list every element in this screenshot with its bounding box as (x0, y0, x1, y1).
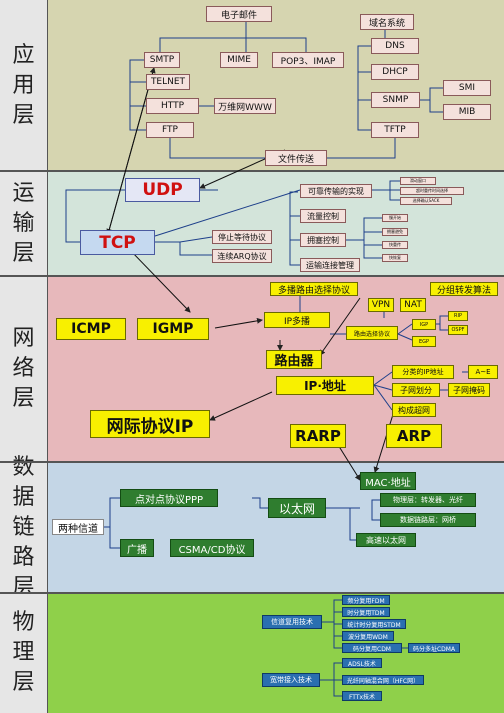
ip-address-node: IP·地址 (276, 376, 374, 395)
two-channels-node: 两种信道 (52, 519, 104, 535)
tftp-node: TFTP (371, 122, 419, 138)
mib-node: MIB (443, 104, 491, 120)
application-layer-label: 应 用 层 (0, 0, 48, 171)
subnetting-node: 子网划分 (392, 383, 440, 397)
mac-address-node: MAC·地址 (360, 472, 416, 490)
sack-node: 选择确认SACK (400, 197, 452, 205)
wdm-node: 波分复用WDM (342, 631, 394, 641)
igp-node: IGP (412, 319, 436, 330)
nat-node: NAT (400, 298, 426, 312)
fast-recovery-node: 快恢复 (382, 254, 408, 262)
multicast-routing-node: 多播路由选择协议 (270, 282, 358, 296)
multiplexing-node: 信道复用技术 (262, 615, 322, 629)
dns-node: DNS (371, 38, 419, 54)
layer-divider (0, 461, 504, 463)
fast-retransmit-node: 快重传 (382, 241, 408, 249)
physical-layer-band: 物 理 层 (0, 593, 504, 713)
broadband-access-node: 宽带接入技术 (262, 673, 320, 687)
supernet-node: 构成超网 (392, 403, 436, 417)
bridge-node: 数据链路层：网桥 (380, 513, 476, 527)
layer-divider (0, 170, 504, 172)
fdm-node: 频分复用FDM (342, 595, 390, 605)
igmp-node: IGMP (137, 318, 209, 340)
rip-node: RIP (448, 311, 468, 321)
congestion-avoidance-node: 拥塞避免 (382, 228, 408, 236)
http-node: HTTP (146, 98, 199, 114)
tcp-node: TCP (80, 230, 155, 255)
hfc-node: 光纤同轴混合网（HFC网） (342, 675, 424, 685)
classful-ip-node: 分类的IP地址 (392, 365, 454, 379)
stdm-node: 统计时分复用STDM (342, 619, 406, 629)
application-layer-band: 应 用 层 (0, 0, 504, 171)
file-transfer-node: 文件传送 (265, 150, 327, 166)
mime-node: MIME (220, 52, 258, 68)
subnet-mask-node: 子网掩码 (448, 383, 490, 397)
dns-system-node: 域名系统 (360, 14, 414, 30)
snmp-node: SNMP (371, 92, 420, 108)
flow-control-node: 流量控制 (300, 209, 346, 223)
csma-cd-node: CSMA/CD协议 (170, 539, 254, 557)
fttx-node: FTTx技术 (342, 691, 382, 701)
congestion-control-node: 拥塞控制 (300, 233, 346, 247)
slow-start-node: 慢开始 (382, 214, 408, 222)
dhcp-node: DHCP (371, 64, 419, 80)
network-layer-label: 网 络 层 (0, 276, 48, 462)
reliable-transfer-node: 可靠传输的实现 (300, 184, 372, 198)
stop-and-wait-node: 停止等待协议 (212, 230, 272, 244)
physical-layer-label: 物 理 层 (0, 593, 48, 713)
www-node: 万维网WWW (214, 98, 276, 114)
udp-node: UDP (125, 178, 200, 202)
egp-node: EGP (412, 336, 436, 347)
tdm-node: 时分复用TDM (342, 607, 390, 617)
rarp-node: RARP (290, 424, 346, 448)
datalink-layer-band: 数 据 链 路 层 (0, 455, 504, 600)
vpn-node: VPN (368, 298, 394, 312)
adsl-node: ADSL技术 (342, 658, 382, 668)
smtp-node: SMTP (144, 52, 180, 68)
ppp-node: 点对点协议PPP (120, 489, 218, 507)
smi-node: SMI (443, 80, 491, 96)
email-node: 电子邮件 (206, 6, 272, 22)
telnet-node: TELNET (146, 74, 190, 90)
datalink-layer-label: 数 据 链 路 层 (0, 455, 48, 600)
broadcast-node: 广播 (120, 539, 154, 557)
continuous-arq-node: 连续ARQ协议 (212, 249, 272, 263)
ip-protocol-node: 网际协议IP (90, 410, 210, 438)
fast-ethernet-node: 高速以太网 (356, 533, 416, 547)
routing-protocol-node: 路由选择协议 (346, 326, 398, 340)
a-to-e-node: A~E (468, 365, 498, 379)
router-node: 路由器 (266, 350, 322, 369)
sliding-window-node: 滑动窗口 (400, 177, 436, 185)
cdm-node: 码分复用CDM (342, 643, 402, 653)
layer-divider (0, 592, 504, 594)
cdma-node: 码分多址CDMA (408, 643, 460, 653)
ftp-node: FTP (146, 122, 194, 138)
connection-management-node: 运输连接管理 (300, 258, 360, 272)
ethernet-node: 以太网 (268, 498, 326, 518)
forwarding-algorithm-node: 分组转发算法 (430, 282, 498, 296)
layer-divider (0, 275, 504, 277)
icmp-node: ICMP (56, 318, 126, 340)
timeout-retransmit-node: 超时重传时间选择 (400, 187, 464, 195)
phys-devices-node: 物理层：转发器、光纤 (380, 493, 476, 507)
arp-node: ARP (386, 424, 442, 448)
ospf-node: OSPF (448, 325, 468, 335)
ip-multicast-node: IP多播 (264, 312, 330, 328)
pop3-imap-node: POP3、IMAP (272, 52, 344, 68)
transport-layer-label: 运 输 层 (0, 171, 48, 276)
